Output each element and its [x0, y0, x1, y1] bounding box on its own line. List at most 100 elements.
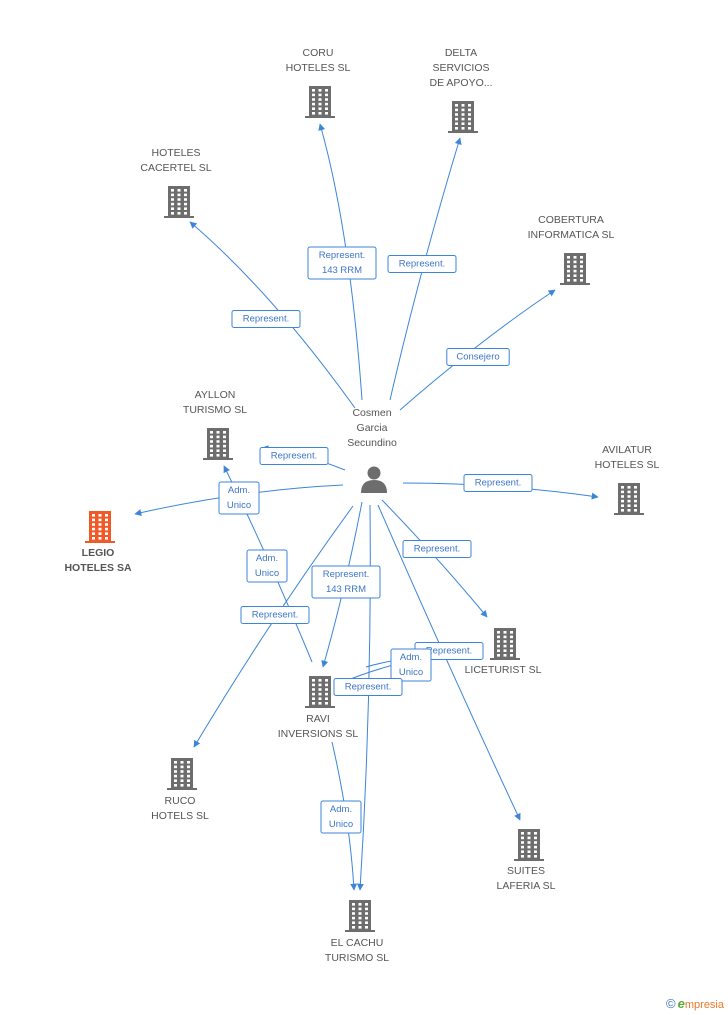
building-window: [567, 256, 570, 259]
company-delta-label[interactable]: DELTA: [445, 47, 477, 59]
company-ruco-label[interactable]: HOTELS SL: [151, 810, 209, 822]
company-suites-label[interactable]: LAFERIA SL: [497, 880, 556, 892]
company-cacertel-label[interactable]: HOTELES: [151, 147, 200, 159]
company-elcachu-label[interactable]: EL CACHU: [331, 937, 384, 949]
building-window: [573, 265, 577, 268]
company-coru-icon[interactable]: [305, 86, 335, 118]
building-window: [223, 444, 226, 448]
company-cobertura-label[interactable]: INFORMATICA SL: [528, 229, 615, 241]
edge-label-text: Represent.: [345, 682, 391, 693]
company-cacertel-icon[interactable]: [164, 186, 194, 218]
edge-label[interactable]: Represent.: [402, 540, 472, 558]
edge-label-text: 143 RRM: [322, 265, 362, 276]
company-avilatur-label[interactable]: HOTELES SL: [595, 459, 660, 471]
building-window: [503, 631, 507, 634]
company-coru-label[interactable]: HOTELES SL: [286, 62, 351, 74]
company-ravi-label[interactable]: RAVI: [306, 713, 330, 725]
company-ayllon-label[interactable]: TURISMO SL: [183, 404, 247, 416]
building-window: [634, 490, 637, 494]
edge-label-text: Adm.: [400, 652, 422, 663]
building-window: [621, 509, 624, 512]
edge-label[interactable]: Represent.: [231, 310, 301, 328]
building-base: [167, 788, 197, 790]
building-window: [358, 921, 362, 924]
company-ruco-label[interactable]: RUCO: [165, 795, 196, 807]
edge-label-text: Represent.: [475, 478, 521, 489]
building-window: [527, 850, 531, 853]
company-delta-label[interactable]: DE APOYO...: [429, 77, 492, 89]
company-cobertura-icon[interactable]: [560, 253, 590, 285]
building-window: [174, 765, 177, 769]
company-liceturist-icon[interactable]: [490, 628, 520, 660]
edge-label[interactable]: Adm.Unico: [320, 800, 362, 834]
company-legio-icon[interactable]: [85, 511, 115, 543]
building-window: [580, 265, 583, 268]
building-base: [305, 116, 335, 118]
building-window: [210, 435, 213, 439]
building-window: [497, 654, 500, 657]
brand-name: mpresia: [684, 999, 724, 1011]
company-ayllon-icon[interactable]: [203, 428, 233, 460]
building-window: [580, 279, 583, 282]
company-delta-icon[interactable]: [448, 101, 478, 133]
company-ravi-label[interactable]: INVERSIONS SL: [278, 728, 359, 740]
building-window: [627, 504, 631, 507]
center-person-label: Secundino: [347, 437, 397, 449]
building-window: [521, 832, 524, 835]
building-window: [187, 774, 190, 778]
edge-label[interactable]: Represent.: [259, 447, 329, 465]
edge-center-to-ruco: [193, 505, 354, 748]
company-suites-label[interactable]: SUITES: [507, 865, 545, 877]
building-window: [177, 212, 181, 215]
building-window: [352, 926, 355, 929]
building-window: [325, 702, 328, 705]
edge-label[interactable]: Represent.: [240, 606, 310, 624]
building-window: [503, 654, 507, 657]
edge-label[interactable]: Consejero: [446, 348, 510, 366]
company-cacertel-label[interactable]: CACERTEL SL: [140, 162, 211, 174]
edge-label[interactable]: Represent.: [333, 678, 403, 696]
edge-label[interactable]: Represent.: [463, 474, 533, 492]
edge-label[interactable]: Represent.: [414, 642, 484, 660]
building-base: [560, 283, 590, 285]
edge-label-text: Represent.: [243, 314, 289, 325]
company-coru-label[interactable]: CORU: [303, 47, 334, 59]
edge-label[interactable]: Adm.Unico: [218, 481, 260, 515]
building-window: [312, 688, 315, 691]
company-avilatur-icon[interactable]: [614, 483, 644, 515]
building-window: [187, 761, 190, 764]
company-ayllon-label[interactable]: AYLLON: [195, 389, 236, 401]
edge-label[interactable]: Adm.Unico: [246, 549, 288, 583]
company-ravi-icon[interactable]: [305, 676, 335, 708]
edge-label-text: Unico: [255, 568, 279, 579]
edge-label[interactable]: Adm.Unico: [390, 648, 432, 682]
edge-label[interactable]: Represent.: [387, 255, 457, 273]
company-delta-label[interactable]: SERVICIOS: [433, 62, 490, 74]
company-suites-icon[interactable]: [514, 829, 544, 861]
building-window: [318, 697, 322, 700]
person-icon[interactable]: [361, 466, 387, 494]
building-window: [468, 108, 471, 112]
building-window: [171, 198, 174, 201]
company-legio-label[interactable]: LEGIO: [82, 547, 115, 559]
edge-label[interactable]: Represent.143 RRM: [311, 565, 381, 599]
building-window: [468, 117, 471, 121]
edge-label-text: Represent.: [271, 451, 317, 462]
building-window: [216, 435, 220, 439]
company-ruco-icon[interactable]: [167, 758, 197, 790]
company-legio-label[interactable]: HOTELES SA: [64, 562, 132, 574]
building-window: [312, 93, 315, 97]
company-elcachu-label[interactable]: TURISMO SL: [325, 952, 389, 964]
building-window: [325, 683, 328, 687]
company-cobertura-label[interactable]: COBERTURA: [538, 214, 604, 226]
building-window: [105, 518, 108, 522]
company-avilatur-label[interactable]: AVILATUR: [602, 444, 652, 456]
building-window: [318, 688, 322, 691]
company-liceturist-label[interactable]: LICETURIST SL: [465, 664, 542, 676]
company-elcachu-icon[interactable]: [345, 900, 375, 932]
building-window: [503, 635, 507, 639]
edge-center-to-suites: [377, 504, 521, 821]
building-window: [365, 912, 368, 915]
edge-label[interactable]: Represent.143 RRM: [307, 246, 377, 280]
